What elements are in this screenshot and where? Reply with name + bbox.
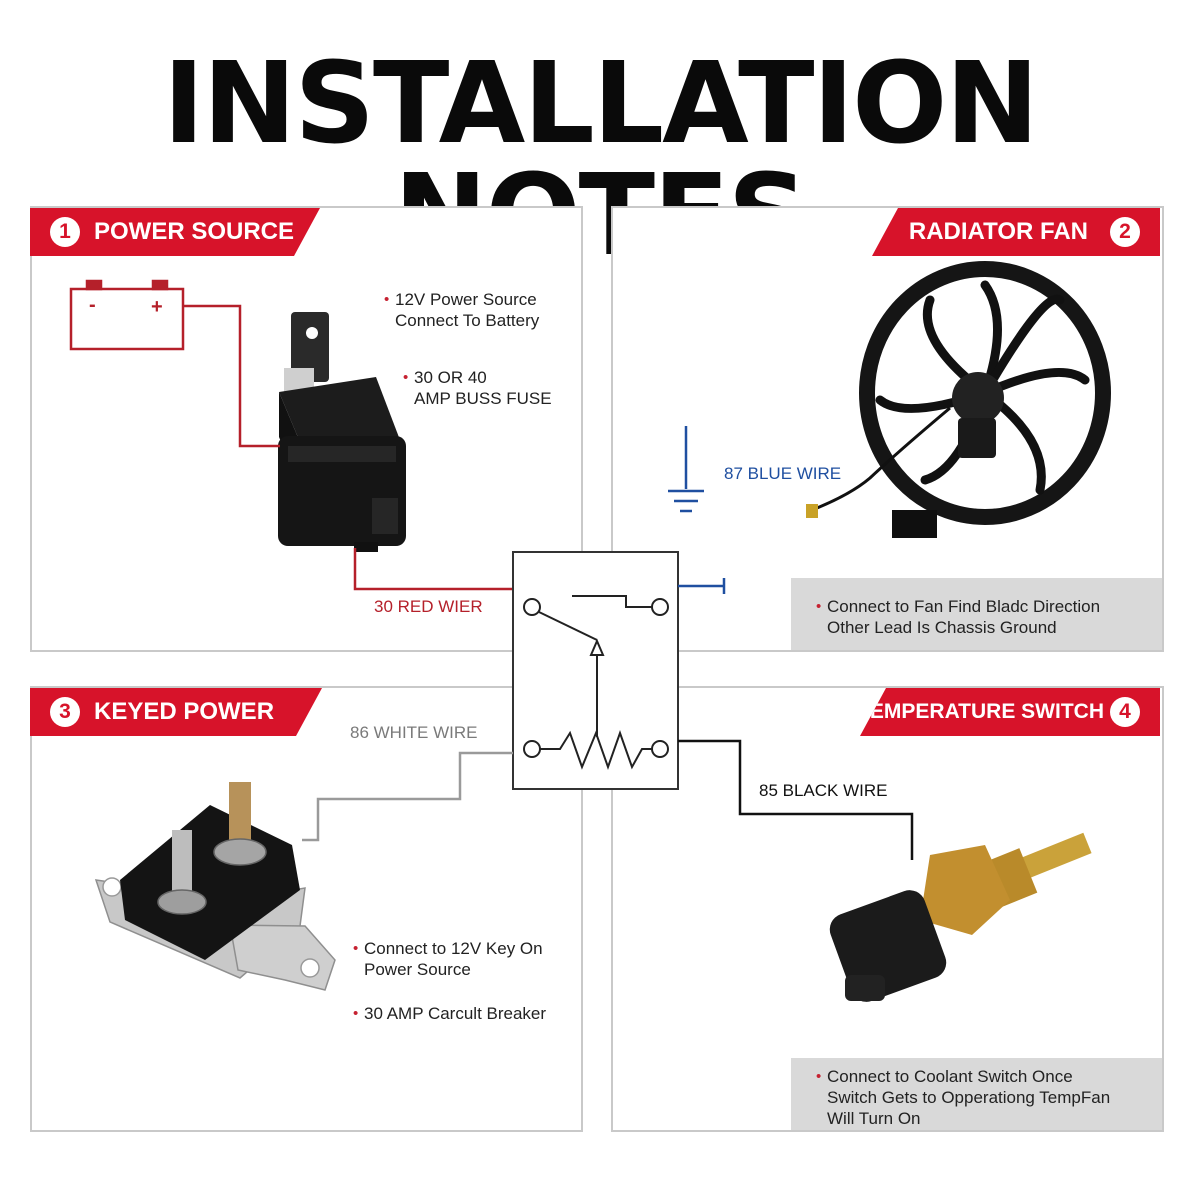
tab-label: TEMPERATURE SWITCH [857, 700, 1104, 723]
tab-radiator-fan: RADIATOR FAN 2 [872, 208, 1160, 256]
red-wire-30 [353, 548, 513, 591]
switch-note-box [791, 1058, 1162, 1130]
step-number-1: 1 [50, 217, 80, 247]
temperature-switch-image [829, 832, 1092, 1002]
tab-power-source: 1 POWER SOURCE [30, 208, 320, 256]
panel-power-source [30, 206, 583, 652]
red-wire-label: 30 RED WIER [374, 597, 483, 616]
fan-note-box [791, 578, 1162, 650]
radiator-fan-image [806, 261, 1111, 538]
battery-plus: + [151, 296, 163, 318]
tab-label: POWER SOURCE [94, 218, 295, 245]
step-number-2: 2 [1110, 217, 1140, 247]
note-temperature-switch: • Connect to Coolant Switch Once Switch … [816, 1067, 1111, 1128]
step-number-4: 4 [1110, 697, 1140, 727]
relay-schematic [512, 551, 679, 790]
tab-keyed-power: 3 KEYED POWER [30, 688, 322, 736]
white-wire [302, 751, 513, 842]
ground-icon [668, 426, 704, 513]
black-wire-label: 85 BLACK WIRE [759, 781, 888, 800]
white-wire-label: 86 WHITE WIRE [350, 723, 478, 742]
black-wire [678, 739, 914, 860]
note-keyed-power-1: • Connect to 12V Key On Power Source [353, 939, 543, 979]
note-keyed-power-2: • 30 AMP Carcult Breaker [353, 1004, 547, 1023]
note-power-source-1: • 12V Power Source Connect To Battery [384, 290, 540, 330]
blue-wire-label: 87 BLUE WIRE [724, 464, 842, 483]
circuit-breaker-image [94, 782, 336, 991]
tab-label: RADIATOR FAN [908, 218, 1088, 245]
battery-minus: - [89, 294, 96, 316]
tab-temperature-switch: TEMPERATURE SWITCH 4 [860, 688, 1160, 736]
note-power-source-2: • 30 OR 40 AMP BUSS FUSE [403, 368, 552, 408]
relay-module-image [278, 312, 406, 552]
step-number-3: 3 [50, 697, 80, 727]
note-radiator-fan: • Connect to Fan Find Bladc Direction Ot… [816, 597, 1101, 637]
tab-label: KEYED POWER [94, 698, 275, 725]
battery-icon [69, 279, 185, 351]
red-wire [183, 304, 280, 448]
